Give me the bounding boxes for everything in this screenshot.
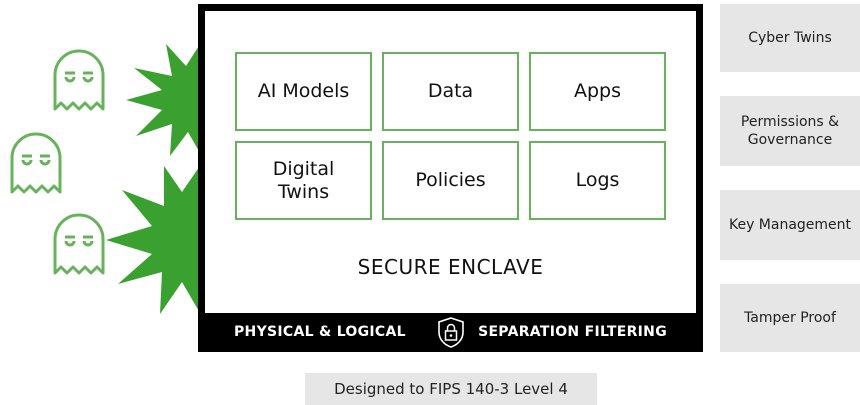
tile-data: Data — [382, 52, 519, 131]
tile-ai-models: AI Models — [235, 52, 372, 131]
side-item-key-management: Key Management — [720, 190, 860, 260]
side-item-permissions-governance: Permissions & Governance — [720, 96, 860, 166]
side-item-cyber-twins: Cyber Twins — [720, 4, 860, 72]
ghost-icon — [53, 49, 105, 111]
footer-right-label: SEPARATION FILTERING — [478, 324, 667, 340]
side-item-tamper-proof: Tamper Proof — [720, 284, 860, 352]
tile-digital-twins: Digital Twins — [235, 141, 372, 220]
tile-policies: Policies — [382, 141, 519, 220]
tile-logs: Logs — [529, 141, 666, 220]
shield-lock-icon — [438, 317, 464, 348]
footer-left-label: PHYSICAL & LOGICAL — [234, 324, 406, 340]
tile-apps: Apps — [529, 52, 666, 131]
certification-label: Designed to FIPS 140-3 Level 4 — [305, 373, 597, 405]
ghost-icon — [53, 213, 105, 275]
burst-icon — [106, 160, 204, 320]
enclave-footer: PHYSICAL & LOGICAL SEPARATION FILTERING — [198, 313, 703, 352]
secure-enclave: AI Models Data Apps Digital Twins Polici… — [198, 4, 703, 352]
ghost-icon — [10, 132, 62, 194]
enclave-title: SECURE ENCLAVE — [357, 255, 544, 279]
enclave-body: AI Models Data Apps Digital Twins Polici… — [205, 11, 696, 313]
burst-icon — [126, 38, 204, 160]
